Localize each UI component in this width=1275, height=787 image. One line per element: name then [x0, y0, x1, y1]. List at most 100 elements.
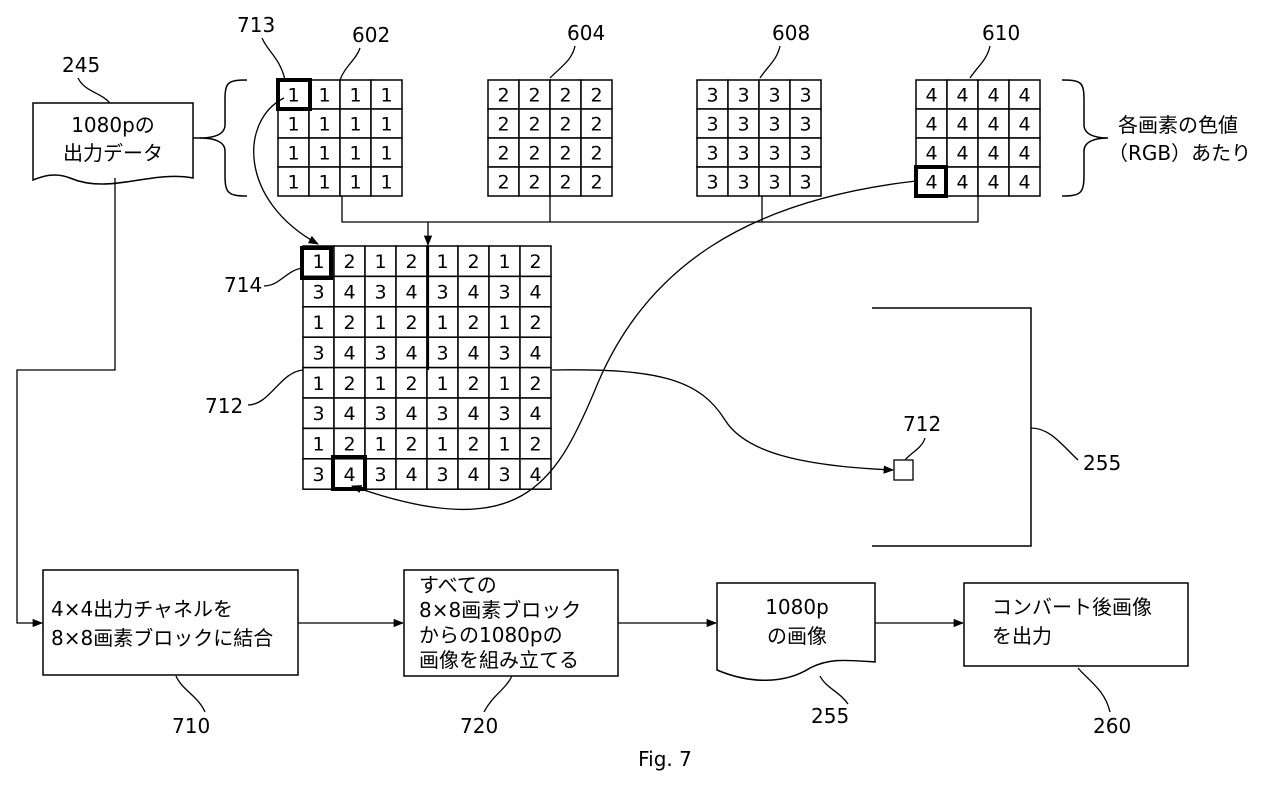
input-document-shape: [32, 102, 194, 185]
grid-610-cell-value: 4: [987, 114, 999, 136]
grid-602-cell-value: 1: [318, 143, 330, 165]
flow-line-245-to-710: [16, 178, 116, 628]
grid-610-cell: [977, 166, 1010, 197]
doc-255-line2: の画像: [767, 624, 827, 648]
grid-602-cell-value: 1: [349, 143, 361, 165]
ref-label-712-left: 712: [205, 394, 243, 418]
ref-label-255-frame: 255: [1083, 451, 1121, 475]
ref-label-260: 260: [1093, 714, 1131, 738]
grid-602-cell-value: 1: [380, 172, 392, 194]
grid-602-cell: [339, 166, 372, 197]
combined-grid-cell-value: 3: [436, 282, 448, 304]
ref-label-720: 720: [460, 714, 498, 738]
grid-604-cell-value: 2: [497, 85, 509, 107]
combined-grid-cell-value: 2: [529, 312, 541, 334]
grid-610-cell-value: 4: [925, 114, 937, 136]
ref-label-712-right: 712: [903, 412, 941, 436]
combined-grid-cell: [457, 306, 490, 338]
combined-grid-cell-value: 4: [405, 464, 417, 486]
combined-grid-cell-value: 1: [312, 373, 324, 395]
doc-255-shape: [716, 582, 876, 681]
grid-604-cell-value: 2: [528, 114, 540, 136]
input-document-line2: 出力データ: [63, 141, 163, 165]
combined-grid-cell-value: 3: [436, 342, 448, 364]
combined-grid-cell-value: 1: [312, 434, 324, 456]
combined-grid-cell: [519, 397, 552, 430]
grid-604-cell-value: 2: [528, 143, 540, 165]
grid-604-cell-value: 2: [497, 143, 509, 165]
ref-leader-608: [759, 45, 781, 79]
grid-604-cell-value: 2: [559, 85, 571, 107]
grid-610-cell-value: 4: [1018, 172, 1030, 194]
combined-grid-cell: [302, 427, 335, 460]
combined-grid-cell: [457, 336, 490, 369]
grid-608-cell-value: 3: [768, 172, 780, 194]
grid-608-cell: [789, 137, 822, 168]
grid-608-cell: [727, 79, 760, 110]
grid-608-cell: [789, 108, 822, 139]
combined-grid-cell-value: 1: [498, 373, 510, 395]
combined-grid-cell-value: 3: [374, 342, 386, 364]
combined-grid-cell: [395, 458, 428, 490]
grid-608-cell-value: 3: [799, 114, 811, 136]
grid-608-cell-value: 3: [737, 114, 749, 136]
combined-grid-cell-value: 2: [343, 251, 355, 273]
combined-grid-cell: [457, 245, 490, 278]
grid-604-cell-value: 2: [559, 114, 571, 136]
combined-grid-cell-value: 2: [529, 373, 541, 395]
ref-leader-604: [549, 45, 576, 79]
combined-grid-cell: [333, 245, 366, 278]
grid-608-cell-value: 3: [799, 85, 811, 107]
combined-grid-cell: [519, 306, 552, 338]
grid-602-cell-value: 1: [318, 85, 330, 107]
combined-grid-cell-value: 4: [343, 464, 355, 486]
combined-grid-cell-value: 3: [312, 464, 324, 486]
ref-label-245: 245: [62, 53, 100, 77]
grid-602-cell-value: 1: [318, 172, 330, 194]
grid-602-cell: [370, 79, 403, 110]
combined-grid-cell-value: 4: [529, 464, 541, 486]
grid-610-cell-value: 4: [987, 85, 999, 107]
grid-604-cell-value: 2: [559, 143, 571, 165]
combined-grid-cell: [519, 458, 552, 490]
grid-608-cell-value: 3: [768, 143, 780, 165]
grid-608-cell-value: 3: [737, 172, 749, 194]
combined-grid-cell: [364, 336, 397, 369]
combined-grid-cell-value: 2: [343, 373, 355, 395]
ref-leader-602: [339, 47, 361, 81]
combined-grid-cell-value: 3: [312, 342, 324, 364]
combined-grid-cell-value: 2: [343, 312, 355, 334]
grid-610-cell: [977, 108, 1010, 139]
grid-604-cell: [518, 79, 551, 110]
combined-grid-cell-value: 1: [436, 251, 448, 273]
grid-608-cell-value: 3: [706, 114, 718, 136]
combined-grid-cell-value: 2: [467, 251, 479, 273]
grid-610-cell: [1008, 137, 1041, 168]
right-brace: [1061, 79, 1109, 197]
combined-grid-cell-value: 4: [343, 403, 355, 425]
grid-608-cell-value: 3: [706, 143, 718, 165]
grid-610-cell-value: 4: [925, 85, 937, 107]
grid-604-cell: [518, 137, 551, 168]
combined-grid-cell: [302, 306, 335, 338]
combined-grid-cell-value: 3: [436, 464, 448, 486]
ref-leader-712-left: [247, 369, 304, 406]
grid-610-cell-value: 4: [987, 172, 999, 194]
grid-604-cell: [549, 137, 582, 168]
left-brace: [199, 79, 248, 197]
combined-grid-cell-value: 4: [405, 282, 417, 304]
grid-610-cell-value: 4: [956, 85, 968, 107]
combined-grid-cell-value: 2: [405, 312, 417, 334]
grid-610-cell-value: 4: [925, 143, 937, 165]
grid-602-cell-value: 1: [380, 85, 392, 107]
combined-grid-cell: [457, 458, 490, 490]
output-block-712: [893, 459, 914, 481]
combined-grid-cell: [364, 306, 397, 338]
box-720-line2: 8×8画素ブロック: [419, 598, 581, 622]
combined-grid-cell: [426, 427, 459, 460]
ref-label-610: 610: [982, 21, 1020, 45]
grid-604-cell: [518, 166, 551, 197]
grid-608-cell-value: 3: [799, 143, 811, 165]
